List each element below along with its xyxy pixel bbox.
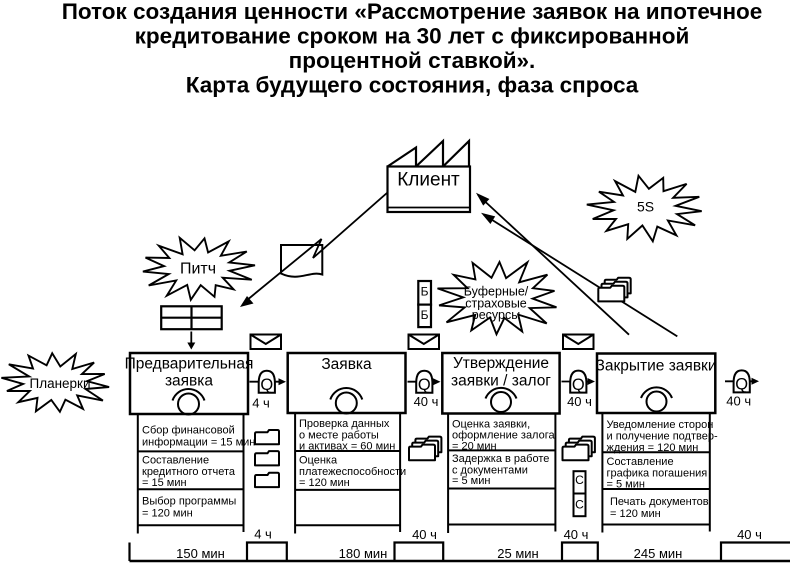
svg-text:Q: Q: [572, 376, 585, 394]
svg-text:заявка: заявка: [165, 373, 213, 390]
svg-text:= 5 мин: = 5 мин: [452, 475, 490, 487]
svg-text:40 ч: 40 ч: [567, 394, 592, 409]
svg-text:Закрытие заявки: Закрытие заявки: [595, 358, 716, 375]
svg-text:= 20 мин: = 20 мин: [452, 440, 497, 452]
svg-text:245 мин: 245 мин: [634, 546, 683, 561]
svg-text:Клиент: Клиент: [397, 170, 460, 191]
svg-text:Утверждение: Утверждение: [453, 355, 549, 372]
svg-text:150 мин: 150 мин: [176, 546, 225, 561]
svg-text:кредитование сроком на 30 лет: кредитование сроком на 30 лет с фиксиров…: [135, 24, 690, 49]
svg-text:40 ч: 40 ч: [726, 394, 751, 409]
svg-text:Уведомление сторон: Уведомление сторон: [607, 419, 714, 431]
svg-text:процентной ставкой».: процентной ставкой».: [289, 48, 536, 73]
svg-text:платежеспособности: платежеспособности: [299, 466, 406, 478]
svg-text:40 ч: 40 ч: [412, 527, 437, 542]
svg-text:Q: Q: [418, 376, 431, 394]
svg-text:4 ч: 4 ч: [254, 527, 272, 542]
svg-text:графика погашения: графика погашения: [607, 468, 708, 480]
svg-text:ждения = 120 мин: ждения = 120 мин: [607, 442, 699, 454]
svg-text:заявки / залог: заявки / залог: [451, 373, 551, 390]
svg-text:информации = 15 мин: информации = 15 мин: [142, 436, 255, 448]
svg-text:5S: 5S: [637, 199, 654, 215]
svg-text:Составление: Составление: [142, 454, 209, 466]
svg-text:С: С: [575, 473, 584, 487]
svg-text:180 мин: 180 мин: [339, 546, 388, 561]
svg-text:Питч: Питч: [180, 261, 216, 278]
svg-text:ресурсы: ресурсы: [472, 308, 520, 322]
svg-text:= 120 мин: = 120 мин: [610, 508, 661, 520]
svg-text:оформление залога: оформление залога: [452, 430, 555, 442]
svg-text:40 ч: 40 ч: [737, 527, 762, 542]
svg-text:Оценка заявки,: Оценка заявки,: [452, 418, 530, 430]
svg-text:40 ч: 40 ч: [564, 527, 589, 542]
svg-text:страховые: страховые: [465, 296, 527, 310]
svg-text:Заявка: Заявка: [321, 356, 372, 373]
svg-text:Оценка: Оценка: [299, 454, 338, 466]
svg-text:= 15 мин: = 15 мин: [142, 477, 187, 489]
svg-text:Выбор программы: Выбор программы: [142, 496, 236, 508]
svg-text:Проверка данных: Проверка данных: [299, 418, 390, 430]
svg-text:= 120 мин: = 120 мин: [299, 477, 350, 489]
svg-text:Составление: Составление: [607, 456, 674, 468]
svg-text:кредитного отчета: кредитного отчета: [142, 466, 236, 478]
svg-text:40 ч: 40 ч: [414, 394, 439, 409]
svg-text:Q: Q: [735, 376, 748, 394]
svg-text:Буферные/: Буферные/: [464, 285, 529, 299]
svg-text:Б: Б: [421, 285, 429, 299]
svg-text:Планерки: Планерки: [29, 376, 90, 391]
svg-text:= 120 мин: = 120 мин: [142, 507, 193, 519]
svg-text:Q: Q: [260, 376, 273, 394]
svg-text:= 5 мин: = 5 мин: [607, 479, 645, 491]
svg-text:с документами: с документами: [452, 465, 528, 477]
svg-text:Б: Б: [421, 308, 429, 322]
svg-text:Задержка в работе: Задержка в работе: [452, 453, 549, 465]
svg-text:4 ч: 4 ч: [252, 396, 270, 411]
svg-text:С: С: [575, 498, 584, 512]
svg-text:Карта будущего состояния, фаза: Карта будущего состояния, фаза спроса: [186, 73, 639, 98]
svg-text:Сбор финансовой: Сбор финансовой: [142, 425, 235, 437]
svg-text:25 мин: 25 мин: [497, 546, 538, 561]
svg-text:о месте работы: о месте работы: [299, 430, 379, 442]
svg-text:Поток создания ценности «Рассм: Поток создания ценности «Рассмотрение за…: [62, 0, 763, 24]
svg-text:Предварительная: Предварительная: [125, 356, 254, 373]
svg-text:Печать документов: Печать документов: [610, 496, 709, 508]
svg-text:и получение подтвер-: и получение подтвер-: [607, 431, 718, 443]
svg-text:и активах = 60 мин: и активах = 60 мин: [299, 441, 395, 453]
